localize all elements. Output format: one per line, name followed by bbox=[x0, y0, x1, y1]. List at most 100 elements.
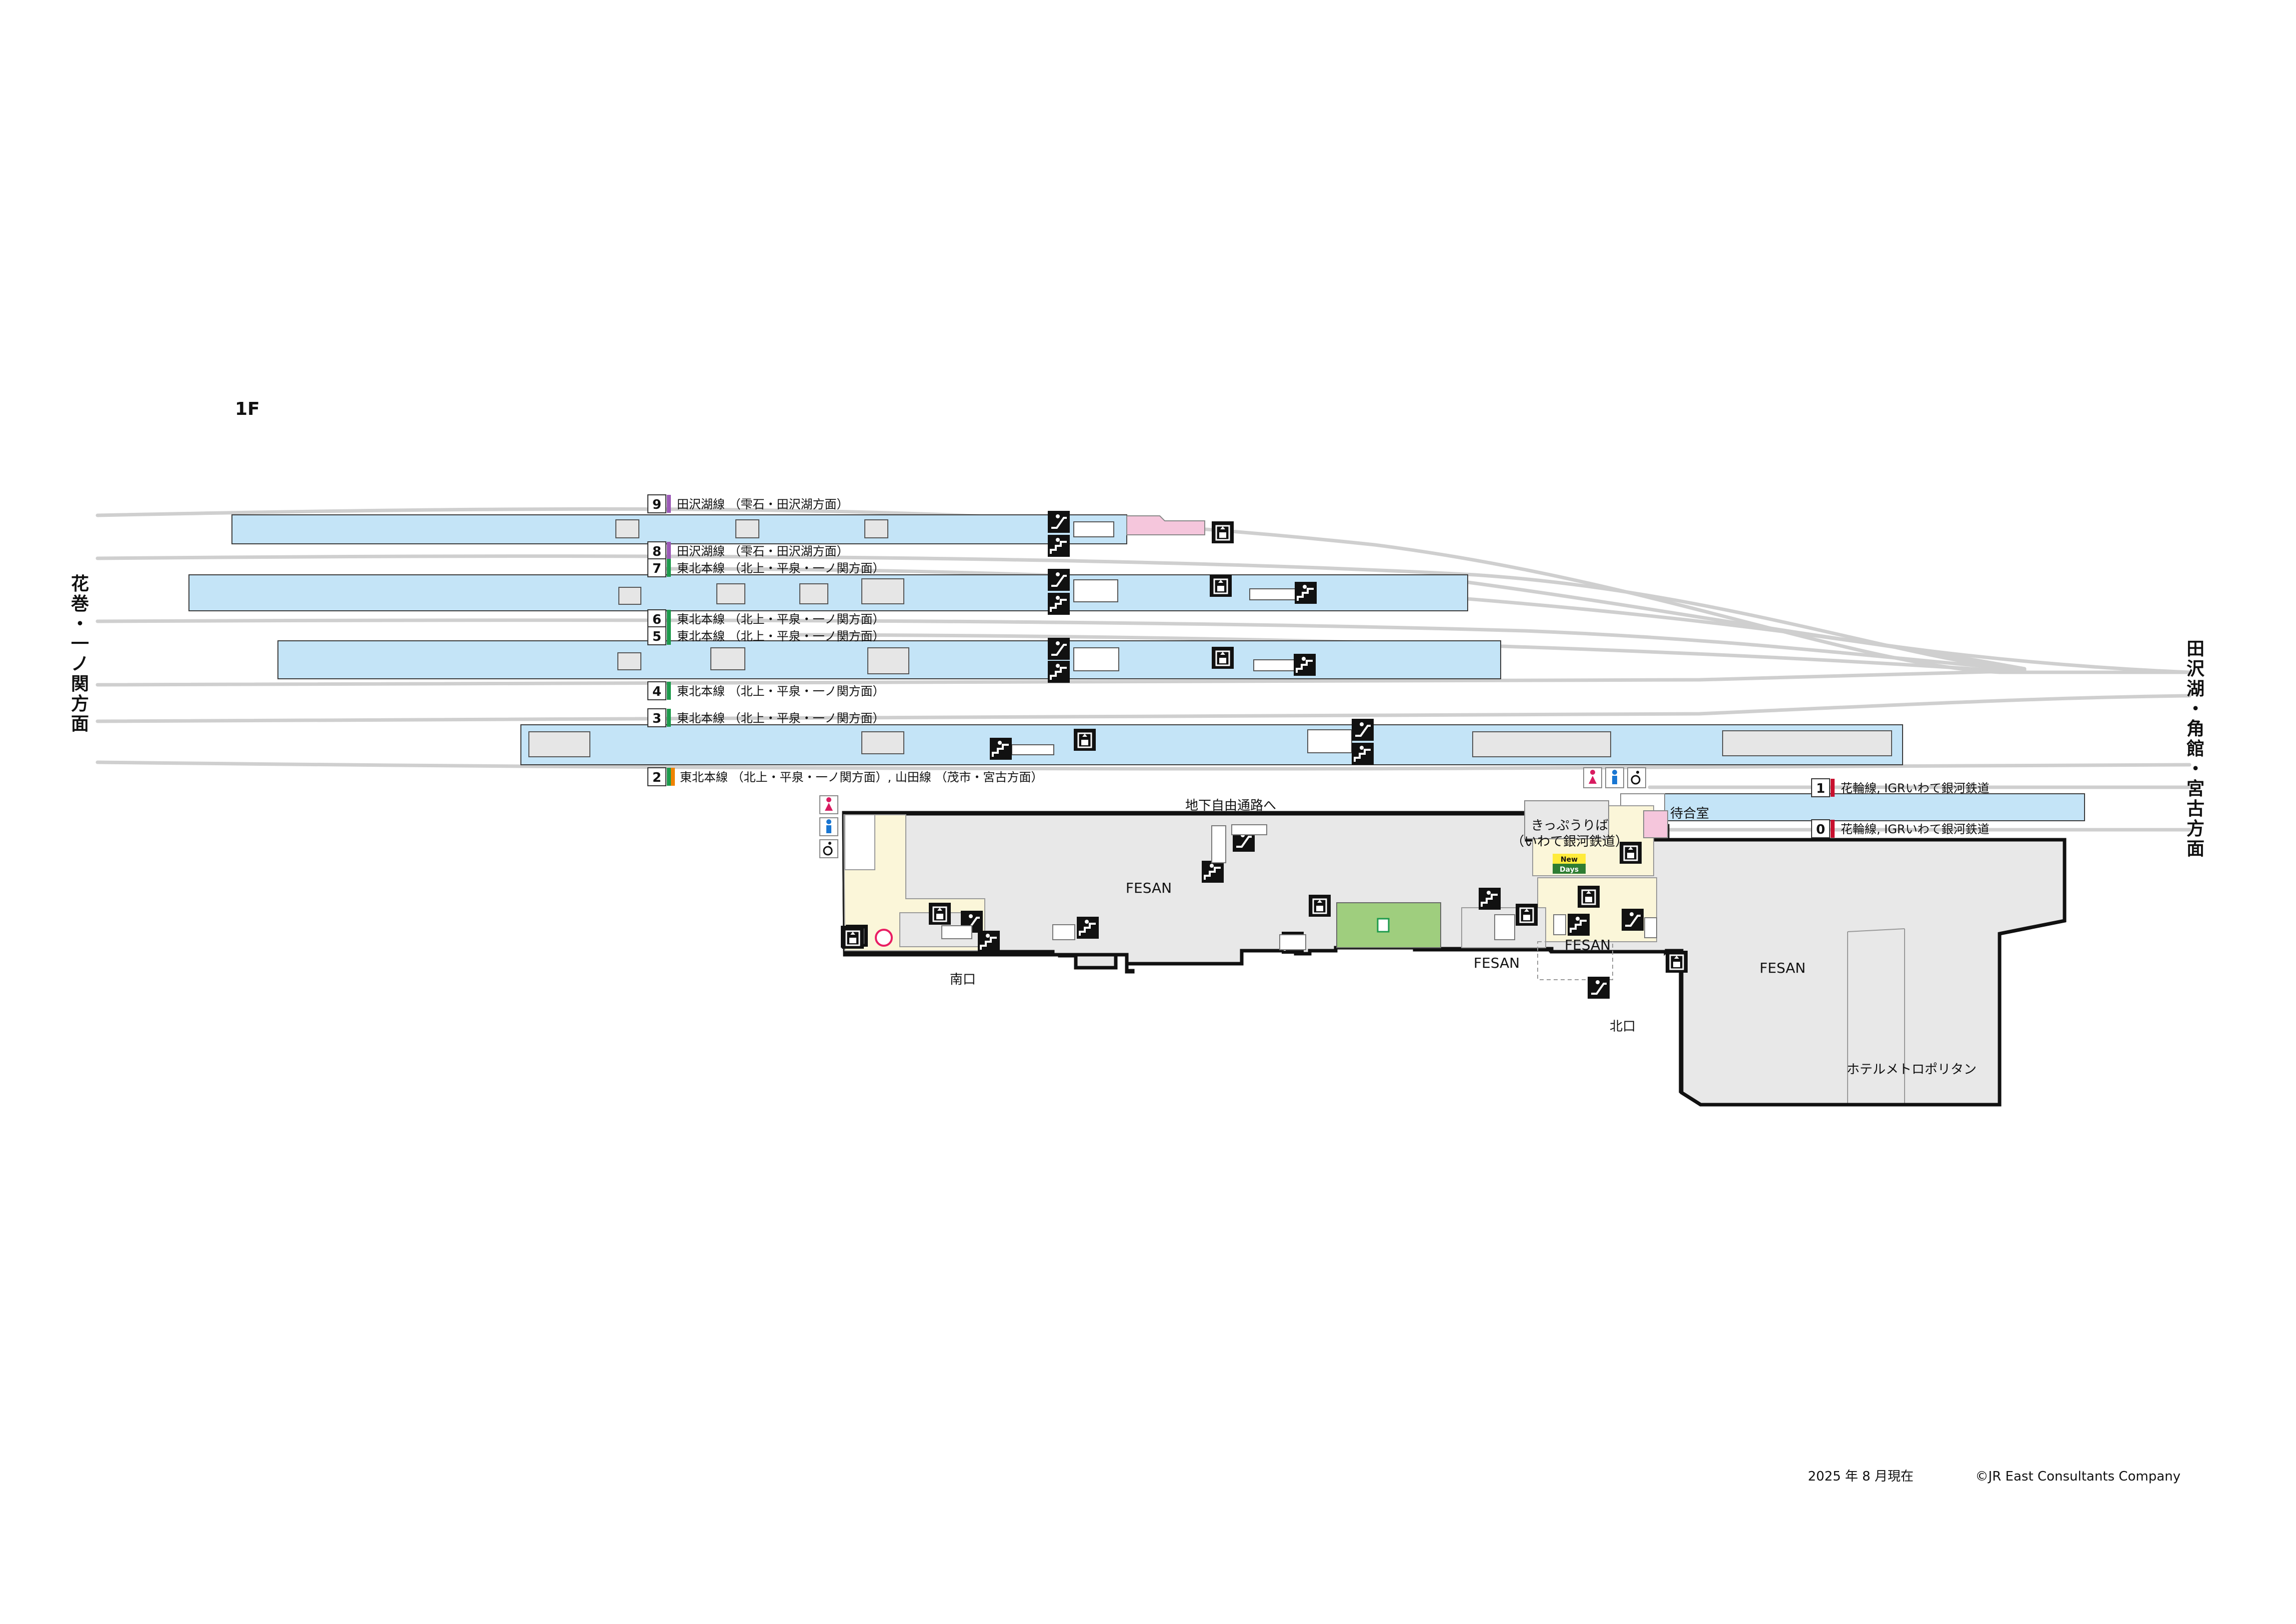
elevator-icon bbox=[1308, 894, 1332, 918]
direction-char: 方 bbox=[71, 694, 89, 714]
escalator-icon bbox=[1351, 718, 1375, 742]
stairs-icon bbox=[1076, 916, 1100, 940]
newdays-label-2: Days bbox=[1560, 866, 1579, 874]
female-toilet-icon bbox=[825, 797, 833, 811]
floor-label: 1F bbox=[235, 399, 260, 419]
track-number: 2 bbox=[652, 770, 661, 785]
direction-char: 一 bbox=[71, 634, 89, 654]
track-number: 4 bbox=[652, 684, 661, 699]
ticket-office-sub-label: （いわて銀河鉄道） bbox=[1511, 834, 1628, 849]
female-toilet-icon bbox=[1589, 770, 1597, 784]
elevator-icon bbox=[1515, 903, 1539, 927]
stairs-icon bbox=[1047, 660, 1071, 684]
direction-char: 古 bbox=[2187, 799, 2205, 819]
elevator-icon bbox=[928, 902, 952, 926]
track-line-name: 田沢湖線 （雫石・田沢湖方面） bbox=[677, 497, 849, 511]
stairs-icon bbox=[1351, 742, 1375, 766]
track-line-name: 東北本線 （北上・平泉・一ノ関方面） bbox=[677, 711, 885, 725]
track-number: 7 bbox=[652, 561, 661, 576]
track-label-6: 6 東北本線 （北上・平泉・一ノ関方面） bbox=[647, 609, 885, 628]
track-line-name: 東北本線 （北上・平泉・一ノ関方面）, 山田線 （茂市・宮古方面） bbox=[680, 770, 1043, 784]
direction-right: 田沢湖・角館・宮古方面 bbox=[2187, 639, 2205, 859]
direction-char: 面 bbox=[2187, 839, 2205, 859]
direction-char: 沢 bbox=[2187, 659, 2205, 679]
north-exit-label: 北口 bbox=[1610, 1019, 1636, 1034]
direction-char: 宮 bbox=[2187, 779, 2205, 799]
direction-char: 巻 bbox=[71, 594, 89, 614]
track-number: 8 bbox=[652, 544, 661, 559]
track-number: 9 bbox=[652, 497, 661, 512]
track-label-9: 9 田沢湖線 （雫石・田沢湖方面） bbox=[647, 494, 849, 513]
track-line-name: 東北本線 （北上・平泉・一ノ関方面） bbox=[677, 561, 885, 575]
track-line-name: 花輪線, IGRいわて銀河鉄道 bbox=[1841, 822, 1990, 836]
facility-icons bbox=[819, 767, 1689, 1000]
track-line-name: 東北本線 （北上・平泉・一ノ関方面） bbox=[677, 684, 885, 698]
underground-passage-label: 地下自由通路へ bbox=[1185, 798, 1276, 813]
south-exit-label: 南口 bbox=[950, 972, 976, 987]
direction-char: ノ bbox=[71, 654, 89, 674]
fesan-east-label: FESAN bbox=[1760, 960, 1806, 976]
track-line-name: 田沢湖線 （雫石・田沢湖方面） bbox=[677, 544, 849, 558]
stairs-icon bbox=[1047, 534, 1071, 558]
fesan-north-label: FESAN bbox=[1565, 937, 1611, 953]
male-toilet-icon bbox=[826, 819, 831, 833]
track-label-5: 5 東北本線 （北上・平泉・一ノ関方面） bbox=[647, 626, 885, 645]
escalator-icon bbox=[1621, 908, 1645, 932]
elevator-icon bbox=[1577, 885, 1601, 909]
track-line-name: 東北本線 （北上・平泉・一ノ関方面） bbox=[677, 629, 885, 643]
track-line-name: 東北本線 （北上・平泉・一ノ関方面） bbox=[677, 612, 885, 626]
station-building bbox=[842, 800, 2067, 1107]
track-line-name: 花輪線, IGRいわて銀河鉄道 bbox=[1841, 781, 1990, 795]
track-label-4: 4 東北本線 （北上・平泉・一ノ関方面） bbox=[647, 681, 885, 700]
waiting-room-label: 待合室 bbox=[1670, 806, 1709, 821]
track-number: 5 bbox=[652, 629, 661, 644]
direction-char: 角 bbox=[2187, 719, 2205, 739]
direction-char: 花 bbox=[71, 574, 89, 594]
platform-4-5 bbox=[277, 637, 1501, 684]
track-number: 0 bbox=[1816, 822, 1825, 837]
track-number: 3 bbox=[652, 711, 661, 726]
hotel-label: ホテルメトロポリタン bbox=[1847, 1062, 1977, 1077]
male-toilet-icon bbox=[1612, 770, 1617, 784]
escalator-icon bbox=[1047, 568, 1071, 592]
copyright: ©JR East Consultants Company bbox=[1976, 1469, 2181, 1484]
elevator-icon bbox=[841, 926, 865, 950]
platform-8-9 bbox=[231, 510, 1235, 558]
stairs-icon bbox=[989, 737, 1013, 761]
newdays-label: New bbox=[1561, 856, 1578, 864]
track-label-8: 8 田沢湖線 （雫石・田沢湖方面） bbox=[647, 541, 849, 560]
stairs-icon bbox=[1047, 592, 1071, 616]
wheelchair-icon bbox=[1631, 771, 1641, 785]
ticket-office-label: きっぷうりば bbox=[1531, 818, 1609, 833]
platform-6-7 bbox=[188, 568, 1468, 616]
escalator-icon bbox=[1047, 510, 1071, 534]
elevator-icon bbox=[1073, 728, 1097, 752]
date-note: 2025 年 8 月現在 bbox=[1808, 1469, 1914, 1484]
direction-char: ・ bbox=[2187, 759, 2205, 779]
stairs-icon bbox=[1201, 860, 1225, 884]
wheelchair-icon bbox=[823, 842, 833, 856]
direction-char: 田 bbox=[2187, 639, 2205, 659]
fesan-mid-label: FESAN bbox=[1474, 955, 1520, 971]
direction-left: 花巻・一ノ関方面 bbox=[71, 574, 89, 734]
elevator-icon bbox=[1209, 574, 1233, 598]
direction-char: ・ bbox=[71, 614, 89, 634]
stairs-icon bbox=[1567, 913, 1591, 937]
track-label-0: 0 花輪線, IGRいわて銀河鉄道 bbox=[1811, 819, 1990, 838]
elevator-icon bbox=[1211, 646, 1235, 670]
direction-char: 方 bbox=[2187, 819, 2205, 839]
direction-char: 館 bbox=[2187, 738, 2205, 759]
track-label-7: 7 東北本線 （北上・平泉・一ノ関方面） bbox=[647, 558, 885, 577]
mascot-icon bbox=[875, 929, 893, 947]
fesan-main-label: FESAN bbox=[1126, 880, 1172, 896]
platform-0-1 bbox=[1620, 793, 2085, 821]
elevator-icon bbox=[1665, 950, 1689, 974]
stairs-marks bbox=[941, 824, 1657, 950]
direction-char: ・ bbox=[2187, 699, 2205, 719]
elevator-icon bbox=[1211, 520, 1235, 544]
direction-char: 湖 bbox=[2187, 679, 2205, 699]
track-number: 6 bbox=[652, 612, 661, 627]
stairs-icon bbox=[977, 930, 1001, 954]
